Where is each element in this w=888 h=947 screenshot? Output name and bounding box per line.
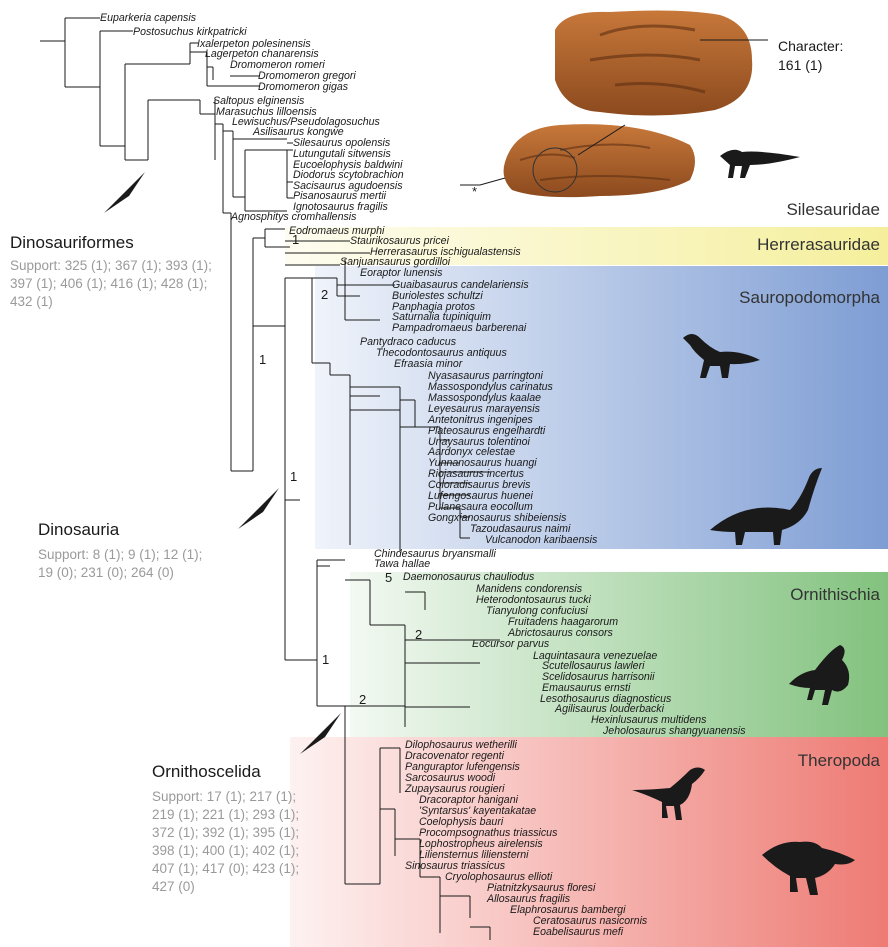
character-number: 161 (1): [778, 56, 843, 75]
clade-label-theropoda: Theropoda: [798, 751, 881, 770]
silesaurid-silhouette-icon: [720, 150, 800, 178]
fossil-specimen-image: [504, 124, 695, 197]
node-support-value: 2: [359, 692, 366, 707]
taxon-label: Eocursor parvus: [472, 638, 550, 650]
dinosauria-title: Dinosauria: [38, 520, 218, 540]
node-support-value: 1: [322, 652, 329, 667]
taxon-label: Tawa hallae: [374, 558, 430, 570]
dinosauriformes-title: Dinosauriformes: [10, 233, 215, 253]
clade-label-herrerasauridae: Herrerasauridae: [757, 235, 880, 254]
taxon-label: Eoabelisaurus mefi: [533, 926, 624, 938]
taxon-label: Pampadromaeus barberenai: [392, 322, 527, 334]
clade-label-ornithischia: Ornithischia: [790, 585, 880, 604]
dinosauriformes-label-block: Dinosauriformes Support: 325 (1); 367 (1…: [10, 233, 215, 311]
ornithoscelida-label-block: Ornithoscelida Support: 17 (1); 217 (1);…: [152, 762, 302, 896]
dinosauria-label-block: Dinosauria Support: 8 (1); 9 (1); 12 (1)…: [38, 520, 218, 582]
dinosauriformes-node-marker-icon: [104, 172, 145, 213]
taxon-label: Vulcanodon karibaensis: [485, 534, 598, 546]
dinosauria-node-marker-icon: [238, 488, 279, 529]
dinosauria-support: Support: 8 (1); 9 (1); 12 (1); 19 (0); 2…: [38, 546, 218, 582]
node-support-value: 1: [290, 469, 297, 484]
ornithoscelida-title: Ornithoscelida: [152, 762, 302, 782]
fossil-specimen-closeup-image: [555, 11, 752, 116]
node-support-value: 1: [259, 352, 266, 367]
node-support-value: 5: [385, 570, 392, 585]
taxon-label: Jeholosaurus shangyuanensis: [602, 725, 746, 737]
clade-label-sauropodomorpha: Sauropodomorpha: [739, 288, 880, 307]
taxon-label: Postosuchus kirkpatricki: [133, 26, 247, 38]
asterisk-mark: *: [472, 184, 477, 199]
taxon-label: Agnosphitys cromhallensis: [230, 211, 357, 223]
taxon-label: Dromomeron gigas: [258, 81, 349, 93]
character-label-line: Character:: [778, 37, 843, 56]
specimen-pointer-line: [460, 178, 505, 185]
taxon-label: Euparkeria capensis: [100, 12, 197, 24]
character-label: Character: 161 (1): [778, 37, 843, 75]
taxon-label: Efraasia minor: [394, 358, 463, 370]
dinosauriformes-support: Support: 325 (1); 367 (1); 393 (1); 397 …: [10, 257, 215, 311]
taxon-label: Eoraptor lunensis: [360, 267, 443, 279]
taxon-label: Daemonosaurus chauliodus: [403, 571, 535, 583]
node-support-value: 2: [415, 627, 422, 642]
clade-label-silesauridae: Silesauridae: [786, 200, 880, 219]
ornithoscelida-support: Support: 17 (1); 217 (1); 219 (1); 221 (…: [152, 788, 302, 896]
node-support-value: 2: [321, 287, 328, 302]
